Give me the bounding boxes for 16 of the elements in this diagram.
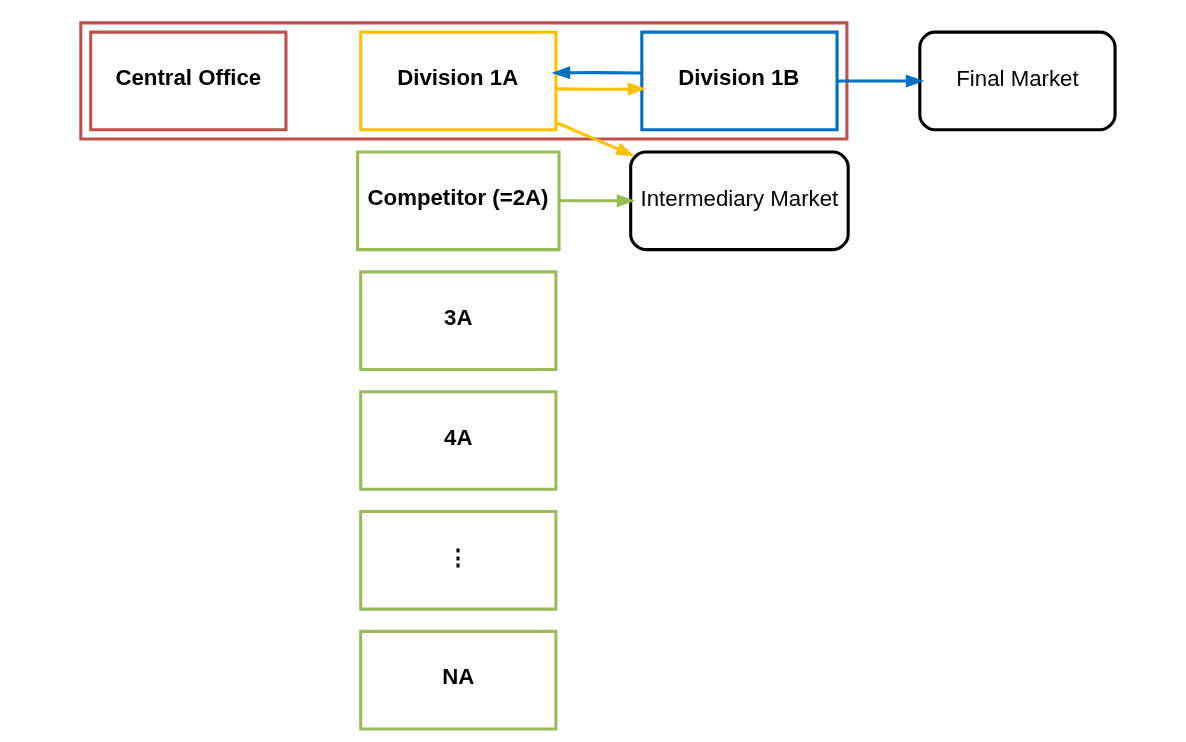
node-box: Competitor (=2A) — [356, 150, 561, 252]
arrow — [551, 66, 642, 80]
arrow — [555, 121, 635, 157]
node-box: Final Market — [918, 30, 1117, 132]
node-box: Intermediary Market — [629, 150, 850, 252]
arrow — [556, 82, 647, 96]
cluster — [79, 21, 849, 141]
arrow — [559, 194, 636, 208]
arrow — [837, 74, 925, 88]
node-box: Division 1B — [640, 30, 839, 132]
node-box: 3A — [359, 270, 558, 371]
node-box: Division 1A — [359, 30, 558, 132]
node-box: Central Office — [89, 30, 288, 132]
node-box: 4A — [359, 390, 558, 491]
node-box: ⋮ — [359, 510, 558, 611]
node-box: NA — [359, 629, 558, 731]
